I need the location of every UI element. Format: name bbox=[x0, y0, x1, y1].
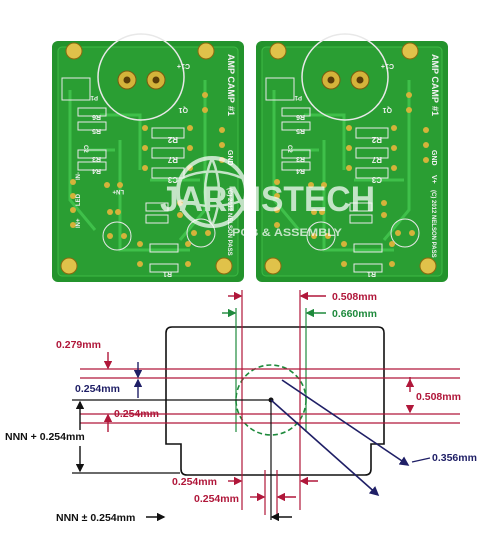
pad-outline bbox=[165, 326, 385, 476]
label-c2-left: C2 bbox=[82, 145, 88, 153]
hole bbox=[356, 76, 364, 84]
pcb-left-title: AMP CAMP bbox=[226, 54, 236, 103]
pcb-right-pads bbox=[274, 92, 429, 267]
pcb-left-components bbox=[61, 77, 216, 273]
capacitor-outline-right bbox=[301, 33, 389, 121]
hole bbox=[327, 76, 335, 84]
hole bbox=[123, 76, 131, 84]
mount-hole-right-tl bbox=[269, 42, 287, 60]
pcb-board-right: AMP CAMP #1 C1+ Q1 R6 R5 C2 R3 R4 R2 R7 … bbox=[256, 33, 448, 282]
label-inminus-left: IN- bbox=[76, 172, 82, 180]
pcb-right-inner bbox=[261, 46, 443, 277]
label-inplus-left: IN+ bbox=[76, 218, 82, 228]
diagonal-leaders bbox=[270, 379, 410, 497]
red-horizontal-guides bbox=[80, 368, 460, 424]
mount-hole-right-br bbox=[419, 257, 437, 275]
label-c3-left: C3 bbox=[167, 175, 178, 184]
label-copyright-right: (C) 2012 NELSON PASS bbox=[430, 190, 436, 258]
label-r3-right: R3 bbox=[296, 155, 305, 162]
label-gnd-right: GND bbox=[430, 150, 437, 166]
watermark-brand: JARNISTECH bbox=[160, 180, 375, 219]
green-guides bbox=[235, 308, 307, 432]
dim-0508-top: 0.508mm bbox=[332, 291, 377, 303]
label-r5-right: R5 bbox=[296, 127, 305, 134]
label-ln-left: LN+ bbox=[112, 188, 124, 194]
label-vplus-right: V+ bbox=[430, 175, 437, 184]
label-led-left: LED bbox=[76, 193, 82, 206]
dim-0254-b: 0.254mm bbox=[114, 408, 159, 420]
label-r1-left: R1 bbox=[163, 270, 172, 277]
label-r1-right: R1 bbox=[367, 270, 376, 277]
label-p1-right: P1 bbox=[294, 94, 302, 100]
dim-nnn-pm: NNN ± 0.254mm bbox=[56, 512, 135, 524]
leader-0356 bbox=[411, 457, 431, 463]
watermark: JARNISTECH PCB & ASSEMBLY bbox=[160, 156, 375, 239]
mount-hole-left-bl bbox=[60, 257, 78, 275]
label-r2-left: R2 bbox=[167, 135, 178, 144]
watermark-tagline: PCB & ASSEMBLY bbox=[232, 227, 343, 239]
label-r4-right: R4 bbox=[296, 167, 305, 174]
mount-hole-left-tl bbox=[65, 42, 83, 60]
label-r5-left: R5 bbox=[92, 127, 101, 134]
dim-0508-right: 0.508mm bbox=[416, 391, 461, 403]
pcb-left-number: #1 bbox=[226, 106, 236, 116]
label-q1-left: Q1 bbox=[179, 106, 188, 113]
pcb-right-traces bbox=[272, 80, 411, 252]
dim-0254-d: 0.254mm bbox=[194, 493, 239, 505]
label-q1-right: Q1 bbox=[383, 106, 392, 113]
dim-0356: 0.356mm bbox=[432, 452, 477, 464]
watermark-globe-lines bbox=[179, 157, 245, 227]
label-r3-left: R3 bbox=[92, 155, 101, 162]
label-r7-right: R7 bbox=[371, 155, 382, 164]
label-r2-right: R2 bbox=[371, 135, 382, 144]
mount-hole-left-tr bbox=[197, 42, 215, 60]
mount-hole-right-bl bbox=[264, 257, 282, 275]
dim-0279: 0.279mm bbox=[56, 339, 101, 351]
pcb-right-number: #1 bbox=[430, 106, 440, 116]
hole bbox=[152, 76, 160, 84]
dim-0660: 0.660mm bbox=[332, 308, 377, 320]
pcb-right-title: AMP CAMP bbox=[430, 54, 440, 103]
mount-hole-left-br bbox=[215, 257, 233, 275]
capacitor-outline-left bbox=[97, 33, 185, 121]
mount-hole-right-tr bbox=[401, 42, 419, 60]
label-c3-right: C3 bbox=[371, 175, 382, 184]
label-p1-left: P1 bbox=[90, 94, 98, 100]
label-r6-right: R6 bbox=[296, 113, 305, 120]
label-r6-left: R6 bbox=[92, 113, 101, 120]
label-gnd-left: GND bbox=[226, 150, 233, 166]
label-r7-left: R7 bbox=[167, 155, 178, 164]
black-guides bbox=[72, 399, 272, 520]
dim-0254-c: 0.254mm bbox=[172, 476, 217, 488]
dim-0254-a: 0.254mm bbox=[75, 383, 120, 395]
label-c1-left: C1+ bbox=[177, 62, 190, 69]
label-r4-left: R4 bbox=[92, 167, 101, 174]
label-c2-right: C2 bbox=[286, 145, 292, 153]
pad-dimension-diagram: 0.508mm 0.660mm 0.279mm 0.254mm 0.254mm … bbox=[5, 290, 477, 524]
label-c1-right: C1+ bbox=[381, 62, 394, 69]
dim-nnn-plus: NNN + 0.254mm bbox=[5, 431, 85, 443]
pcb-right-components bbox=[265, 77, 420, 273]
